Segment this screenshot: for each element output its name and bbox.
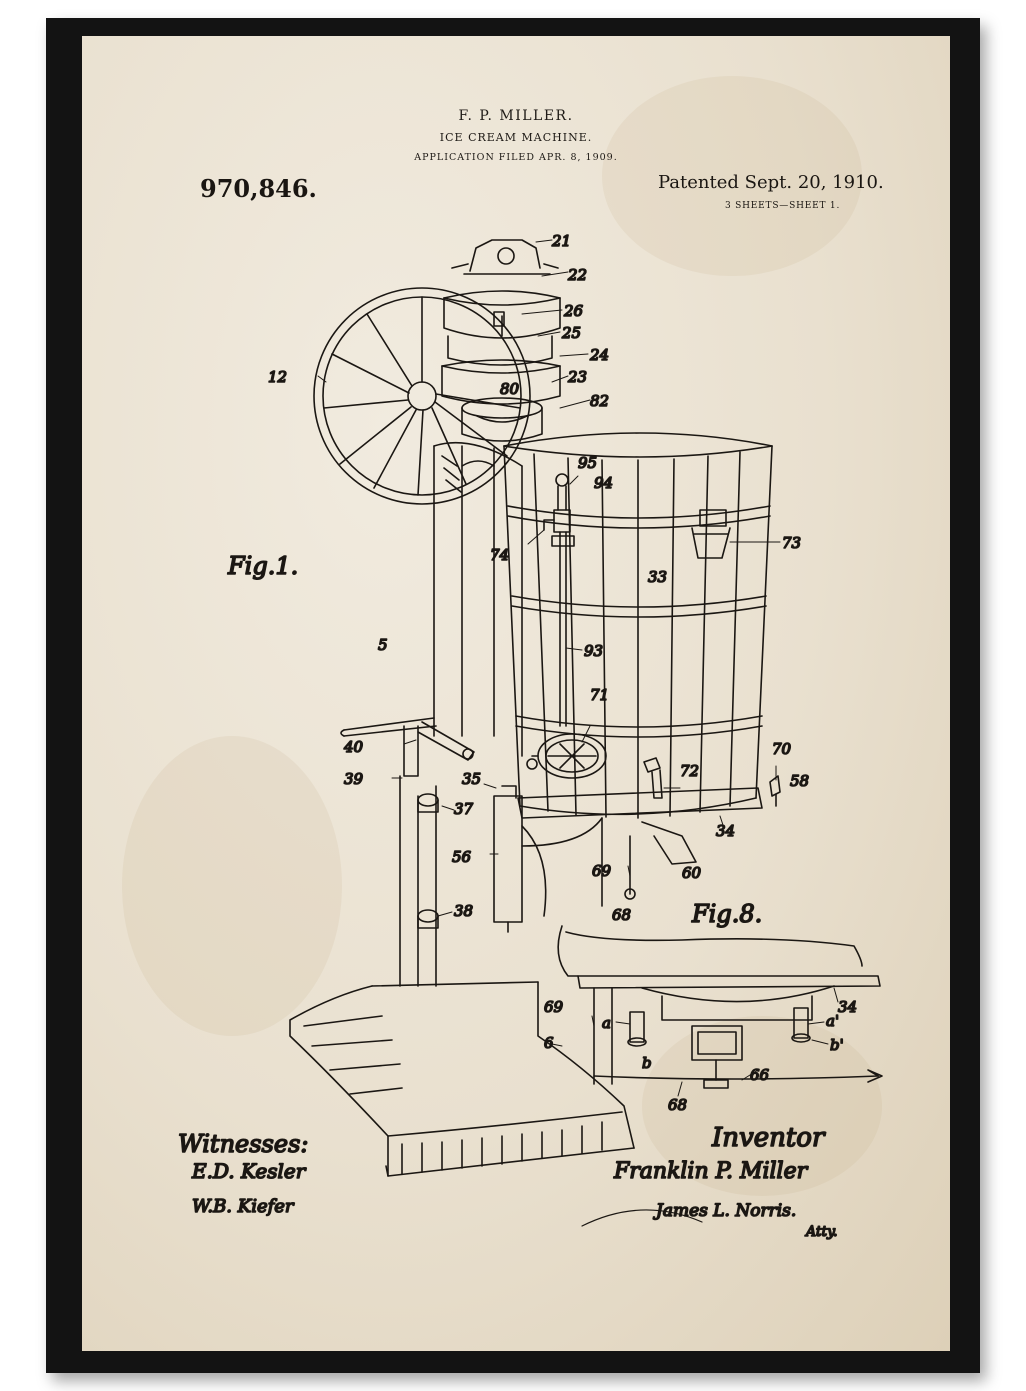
signature-flourish [581,1209,703,1227]
fig8-detail [557,925,883,1089]
gear-head [441,239,561,442]
label-68-fig8: 68 [668,1096,687,1114]
label-82: 82 [590,392,609,410]
attorney-signature: James L. Norris. [653,1201,796,1221]
drain-cock [769,775,781,807]
tub-bracket [601,817,697,907]
witnesses-label: Witnesses: [178,1130,308,1158]
label-b-prime: b' [830,1036,844,1054]
tub-handle [691,509,731,559]
crank-lever [340,717,475,777]
figure-1-label: Fig.1. [227,552,298,580]
sheet-count: 3 SHEETS—SHEET 1. [725,201,841,211]
label-24: 24 [589,346,609,364]
label-56: 56 [452,848,472,866]
witness-signature-1: E.D. Kesler [191,1159,307,1183]
freezer-tub [503,432,773,819]
paper-stain [642,1016,882,1196]
label-66: 66 [750,1066,770,1084]
label-74: 74 [490,546,509,564]
label-72: 72 [680,762,699,780]
label-68: 68 [612,906,631,924]
label-73: 73 [782,534,801,552]
label-23: 23 [567,368,587,386]
witness-signature-2: W.B. Kiefer [192,1196,295,1217]
machine-base [289,981,635,1177]
overflow-pipe [543,473,575,727]
label-12: 12 [268,368,287,386]
label-95: 95 [578,454,597,472]
inventor-header: F. P. MILLER. [458,108,574,124]
inventor-signature: Franklin P. Miller [613,1159,809,1184]
lower-column [399,775,439,987]
inventor-label: Inventor [711,1123,826,1153]
flywheel [313,287,531,505]
label-5: 5 [378,636,388,654]
patent-number: 970,846. [200,174,317,203]
patented-date: Patented Sept. 20, 1910. [658,172,884,193]
label-39: 39 [344,770,364,788]
patent-drawing: 21 22 26 25 24 23 12 80 82 95 94 73 74 3… [177,231,883,1241]
label-40: 40 [343,738,364,756]
label-35: 35 [462,770,481,788]
label-69: 69 [592,862,612,880]
label-38: 38 [454,902,473,920]
leader-lines [317,239,839,1097]
label-33: 33 [648,568,667,586]
label-58: 58 [790,772,809,790]
label-25: 25 [561,324,581,342]
label-34-fig8: 34 [838,998,857,1016]
label-a-prime: a' [826,1012,839,1030]
label-21: 21 [551,232,571,250]
label-71: 71 [590,686,609,704]
label-94: 94 [594,474,613,492]
label-b: b [642,1054,652,1072]
label-60: 60 [682,864,702,882]
attorney-suffix: Atty. [804,1224,838,1240]
label-6: 6 [544,1034,554,1052]
label-a: a [602,1014,611,1032]
patent-paper: F. P. MILLER. ICE CREAM MACHINE. APPLICA… [82,36,950,1351]
slide-bracket [493,785,603,933]
figure-8-label: Fig.8. [691,900,762,928]
filing-date: APPLICATION FILED APR. 8, 1909. [414,152,618,163]
label-22: 22 [567,266,587,284]
machine-column [433,441,523,757]
label-69-fig8: 69 [544,998,564,1016]
label-37: 37 [454,800,474,818]
sight-glass [526,733,607,779]
label-93: 93 [584,642,603,660]
label-70: 70 [772,740,792,758]
invention-title: ICE CREAM MACHINE. [439,131,593,144]
label-80: 80 [500,380,520,398]
faucet [643,757,663,799]
paper-stain [602,76,862,276]
paper-stain [122,736,342,1036]
label-34: 34 [716,822,735,840]
label-26: 26 [563,302,584,320]
